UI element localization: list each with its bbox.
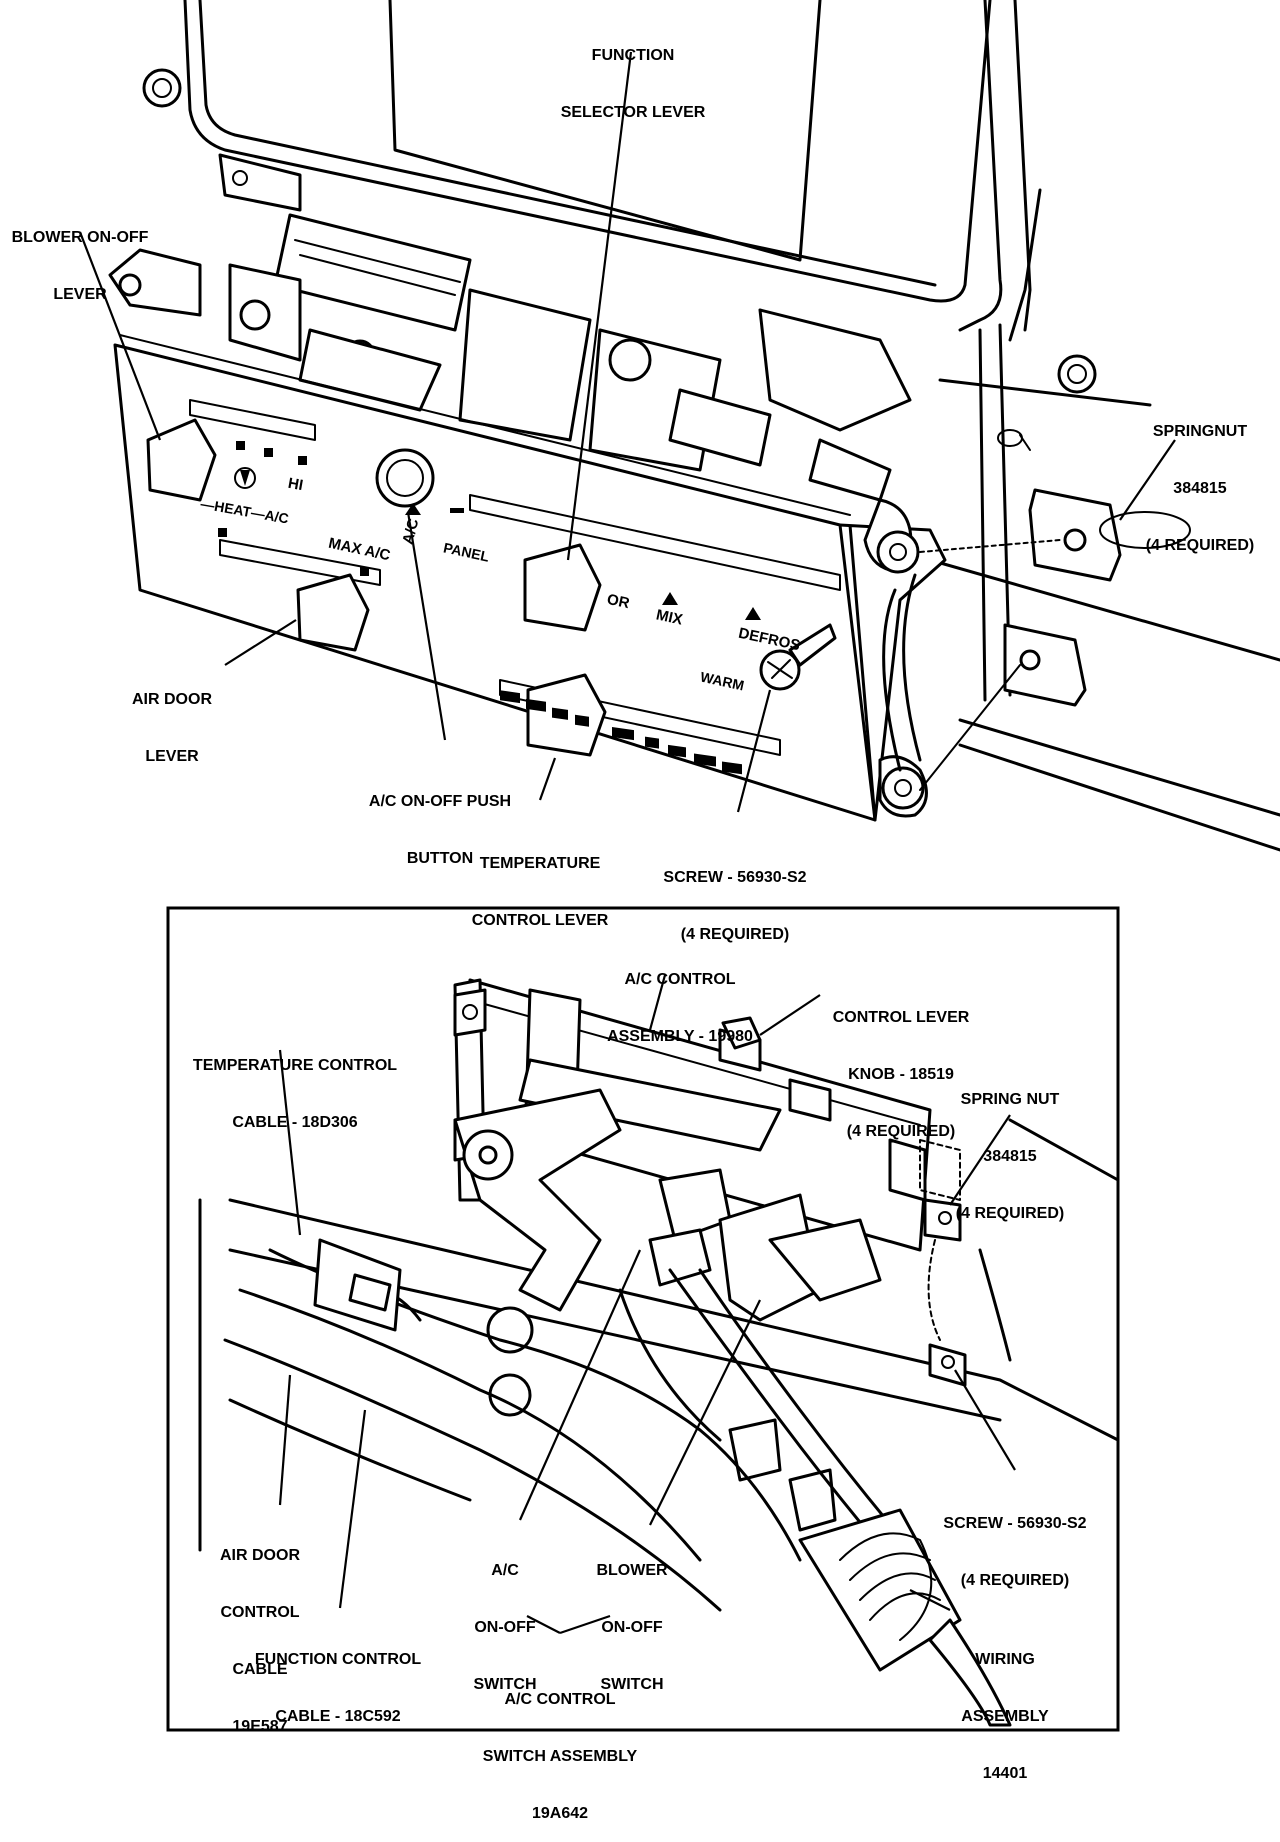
label-line: CABLE	[232, 1661, 288, 1678]
label-screw-upper: SCREW - 56930-S2 (4 REQUIRED)	[630, 830, 840, 963]
blower-lever-knob	[146, 418, 217, 502]
blower-switch	[718, 1193, 822, 1322]
label-line: BLOWER	[596, 1562, 668, 1579]
label-line: 14401	[982, 1765, 1028, 1782]
label-air-door-control-cable: AIR DOOR CONTROL CABLE 19E587	[205, 1508, 315, 1755]
label-line: FUNCTION	[591, 47, 675, 64]
label-line: CABLE - 18C592	[275, 1708, 401, 1725]
label-line: TEMPERATURE	[479, 855, 601, 872]
label-line: 384815	[983, 1148, 1037, 1165]
label-line: 19E587	[232, 1718, 288, 1735]
label-line: (4 REQUIRED)	[955, 1205, 1065, 1222]
label-function-control-cable: FUNCTION CONTROL CABLE - 18C592	[238, 1612, 438, 1745]
label-line: AIR DOOR	[220, 1547, 300, 1564]
label-line: SCREW - 56930-S2	[663, 869, 807, 886]
label-blower-on-off-switch: BLOWER ON-OFF SWITCH	[582, 1523, 682, 1713]
label-wiring-assembly: WIRING ASSEMBLY 14401	[950, 1612, 1060, 1802]
label-line: ASSEMBLY	[961, 1708, 1049, 1725]
label-control-lever-knob: CONTROL LEVER KNOB - 18519 (4 REQUIRED)	[816, 970, 986, 1160]
label-line: (4 REQUIRED)	[846, 1123, 956, 1140]
label-line: KNOB - 18519	[848, 1066, 954, 1083]
function-lever-knob	[523, 543, 602, 632]
label-line: A/C CONTROL	[624, 971, 736, 988]
label-screw-lower: SCREW - 56930-S2 (4 REQUIRED)	[915, 1476, 1115, 1609]
air-door-lever-knob	[296, 573, 370, 652]
label-line: BUTTON	[406, 850, 474, 867]
label-line: LEVER	[145, 748, 199, 765]
label-line: SPRINGNUT	[1152, 423, 1248, 440]
temperature-scale	[500, 690, 742, 775]
label-temperature-control-lever: TEMPERATURE CONTROL LEVER	[455, 816, 625, 949]
label-line: CONTROL LEVER	[832, 1009, 970, 1026]
label-line: SWITCH	[600, 1676, 664, 1693]
label-springnut: SPRINGNUT 384815 (4 REQUIRED)	[1130, 384, 1270, 574]
label-line: CONTROL LEVER	[471, 912, 609, 929]
label-line: TEMPERATURE CONTROL	[192, 1057, 398, 1074]
label-line: ON-OFF	[474, 1619, 536, 1636]
leader-lines	[78, 51, 1176, 1635]
label-line: CONTROL	[220, 1604, 300, 1621]
label-ac-control-assembly: A/C CONTROL ASSEMBLY - 19980	[590, 932, 770, 1065]
label-line: SPRING NUT	[960, 1091, 1060, 1108]
lower-illustration	[198, 978, 1120, 1727]
label-line: ON-OFF	[601, 1619, 663, 1636]
label-line: ASSEMBLY - 19980	[607, 1028, 753, 1045]
wiring-wrap	[798, 1508, 962, 1672]
label-line: FUNCTION CONTROL	[254, 1651, 422, 1668]
label-line: SCREW - 56930-S2	[943, 1515, 1087, 1532]
label-spring-nut-lower: SPRING NUT 384815 (4 REQUIRED)	[935, 1052, 1085, 1242]
label-line: (4 REQUIRED)	[1145, 537, 1255, 554]
label-ac-push-button: A/C ON-OFF PUSH BUTTON	[340, 754, 540, 887]
label-line: (4 REQUIRED)	[960, 1572, 1070, 1589]
label-line: A/C	[491, 1562, 519, 1579]
label-line: SWITCH	[473, 1676, 537, 1693]
ac-push-button	[375, 448, 435, 508]
label-line: A/C ON-OFF PUSH	[368, 793, 512, 810]
label-line: A/C CONTROL	[504, 1691, 616, 1708]
label-temperature-control-cable: TEMPERATURE CONTROL CABLE - 18D306	[170, 1018, 420, 1151]
upper-illustration	[108, 0, 1280, 852]
label-line: (4 REQUIRED)	[680, 926, 790, 943]
label-line: AIR DOOR	[132, 691, 212, 708]
label-line: SELECTOR LEVER	[560, 104, 706, 121]
label-line: 384815	[1173, 480, 1227, 497]
label-line: 19A642	[531, 1805, 589, 1822]
label-line: WIRING	[975, 1651, 1035, 1668]
label-blower-on-off-lever: BLOWER ON-OFF LEVER	[0, 190, 160, 323]
illustration	[78, 0, 1280, 1732]
label-line: CABLE - 18D306	[232, 1114, 358, 1131]
label-ac-control-switch-assembly: A/C CONTROL SWITCH ASSEMBLY 19A642	[460, 1652, 660, 1842]
label-ac-on-off-switch: A/C ON-OFF SWITCH	[455, 1523, 555, 1713]
label-air-door-lever: AIR DOOR LEVER	[112, 652, 232, 785]
label-function-selector-lever: FUNCTION SELECTOR LEVER	[548, 8, 718, 141]
label-line: SWITCH ASSEMBLY	[482, 1748, 638, 1765]
inset-frame	[166, 906, 1120, 1732]
label-line: BLOWER ON-OFF	[11, 229, 149, 246]
label-line: LEVER	[53, 286, 107, 303]
